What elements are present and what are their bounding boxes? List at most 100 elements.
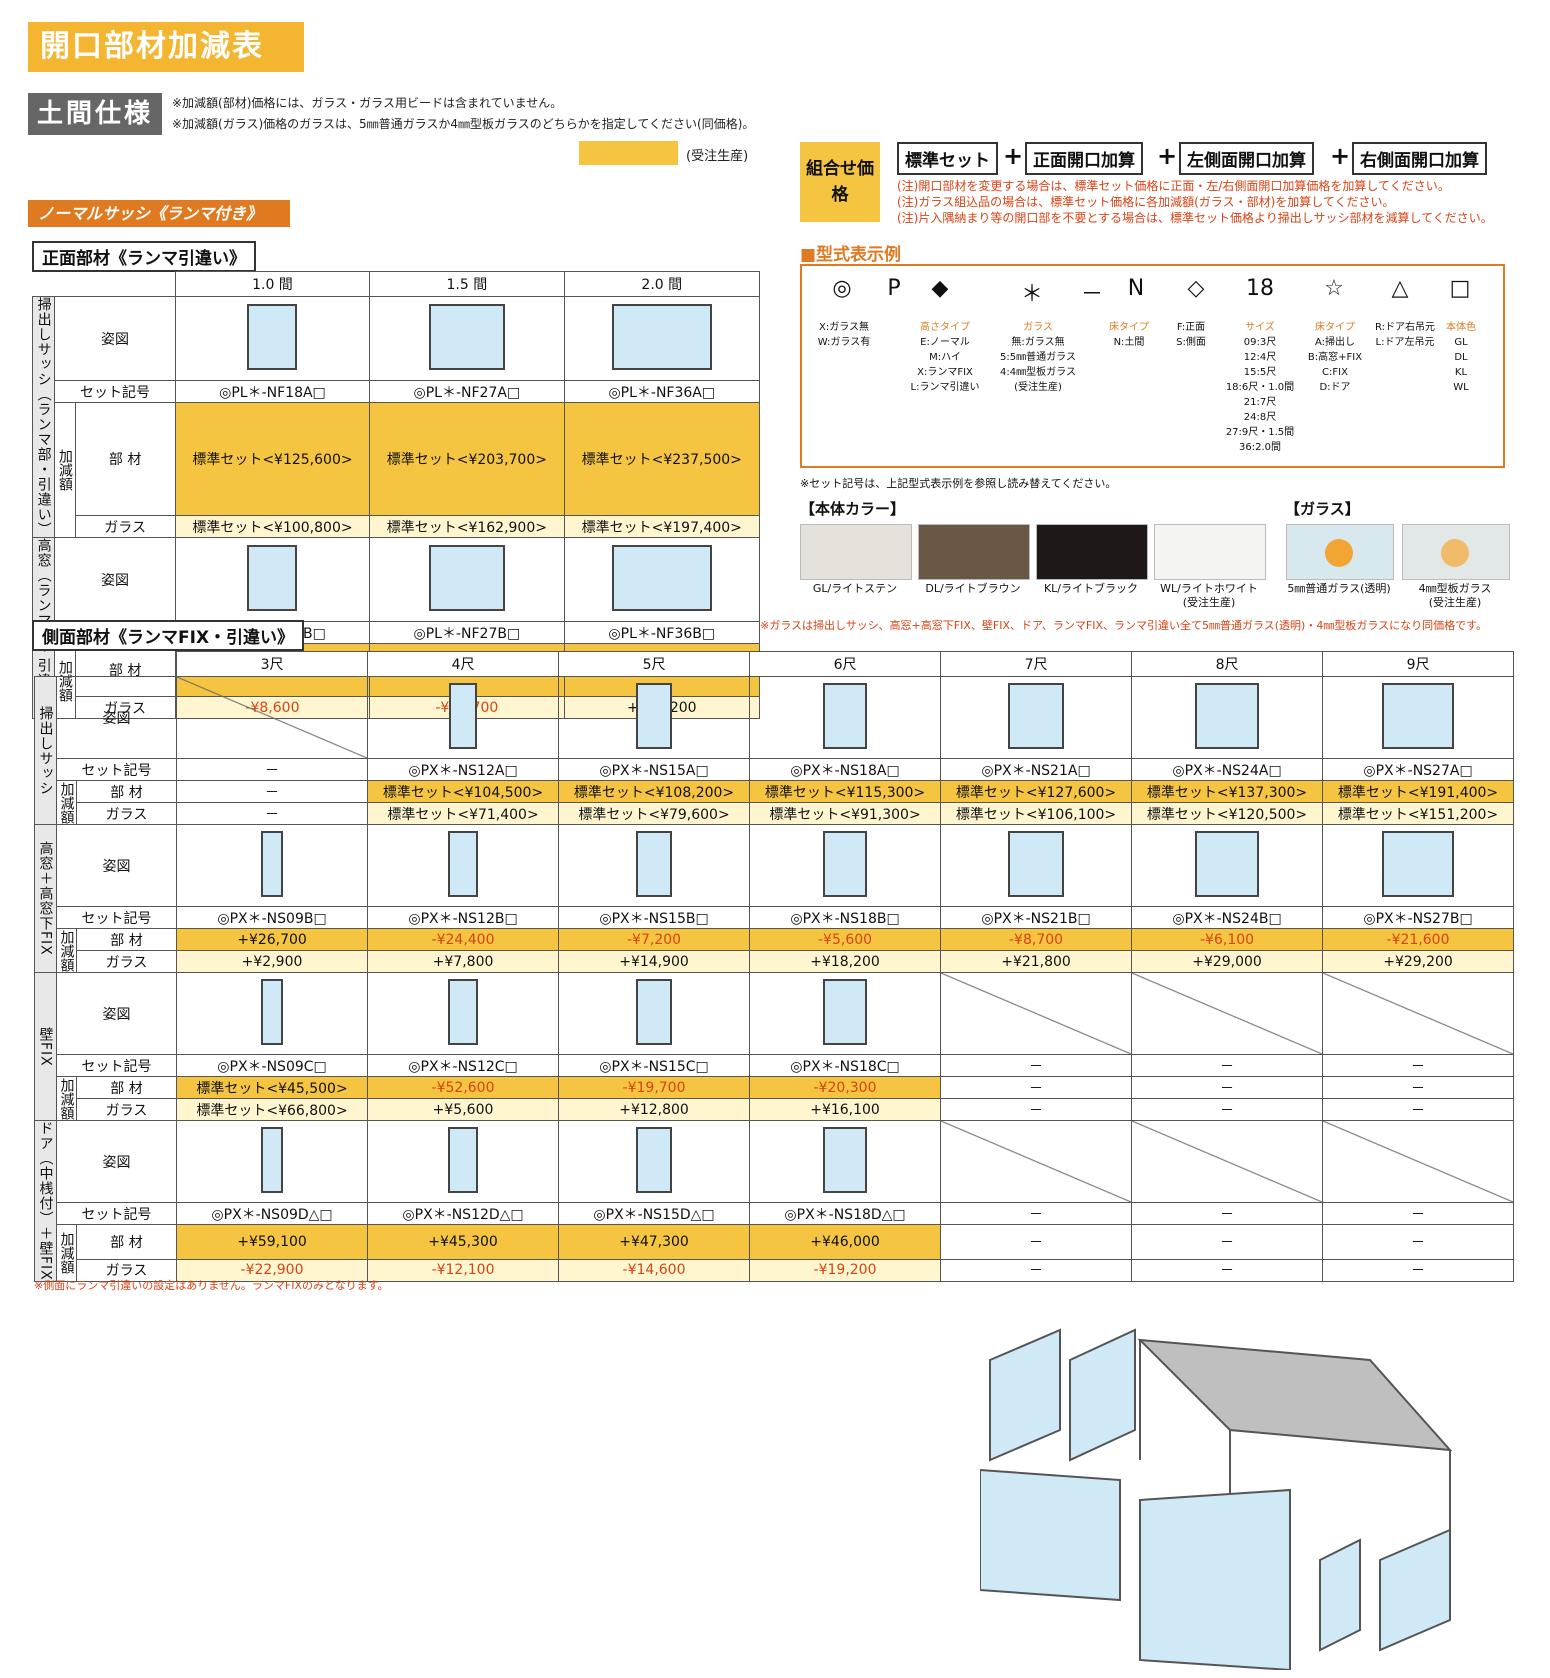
figure-label: 姿図 [55,676,178,759]
window-figure [749,676,942,759]
set-code: ◎PX＊-NS24A□ [1131,758,1324,781]
glass-price: － [1131,1098,1324,1121]
empty-cell [940,972,1133,1055]
parts-price: 標準セット<¥108,200> [558,780,751,803]
kagen-label: 加減額 [56,1224,77,1282]
parts-price: -¥19,700 [558,1076,751,1099]
set-code: － [1131,1202,1324,1225]
symbol: P [887,276,901,301]
set-label: セット記号 [54,380,176,403]
set-code: ◎PX＊-NS09B□ [176,906,369,929]
set-code: － [940,1202,1133,1225]
glass-note: ※ガラスは掃出しサッシ、高窓+高窓下FIX、壁FIX、ドア、ランマFIX、ランマ… [760,619,1488,632]
col-header: 7尺 [940,651,1133,677]
glass-price: +¥16,100 [749,1098,942,1121]
glass-price: － [1131,1258,1324,1282]
set-code: － [1131,1054,1324,1077]
plus-icon: + [1157,142,1178,170]
glass-label: ガラス [75,950,178,973]
set-code: ◎PX＊-NS27B□ [1322,906,1515,929]
figure-label: 姿図 [55,972,178,1055]
front-title: 正面部材《ランマ引違い》 [32,241,256,272]
glass-swatch-figured [1402,524,1510,580]
model-note: ※セット記号は、上記型式表示例を参照し読み替えてください。 [800,477,1117,490]
glass-label: ガラス [74,515,176,538]
window-figure [176,972,369,1055]
window-figure [1131,676,1324,759]
parts-price: 標準セット<¥191,400> [1322,780,1515,803]
parts-price: － [940,1076,1133,1099]
glass-price: 標準セット<¥71,400> [367,802,560,825]
glass-price: － [176,802,369,825]
parts-price: 標準セット<¥127,600> [940,780,1133,803]
subsection-title: ノーマルサッシ《ランマ付き》 [28,200,290,227]
side-title: 側面部材《ランマFIX・引違い》 [32,620,305,651]
parts-price: +¥26,700 [176,928,369,951]
window-figure [174,537,371,622]
glass-price: 標準セット<¥91,300> [749,802,942,825]
glass-price: +¥18,200 [749,950,942,973]
glass-label: 4㎜型板ガラス (受注生産) [1418,582,1492,609]
combo-item: 右側面開口加算 [1352,142,1487,175]
parts-price: +¥47,300 [558,1224,751,1260]
parts-price: － [1322,1076,1515,1099]
col-header: 8尺 [1131,651,1324,677]
window-figure [1322,824,1515,907]
set-code: ◎PL＊-NF36A□ [563,380,761,403]
parts-price: － [940,1224,1133,1260]
set-code: － [176,758,369,781]
parts-label: 部 材 [75,780,178,803]
legend-swatch [579,141,678,165]
set-code: ◎PX＊-NS21B□ [940,906,1133,929]
parts-price: -¥20,300 [749,1076,942,1099]
glass-price: 標準セット<¥79,600> [558,802,751,825]
color-label: GL/ライトステン [812,582,898,595]
glass-label: ガラス [75,802,178,825]
set-code: ◎PL＊-NF18A□ [174,380,371,403]
set-code: ◎PX＊-NS12C□ [367,1054,560,1077]
legend-label: (受注生産) [686,149,749,164]
group-label: 高窓＋高窓下FIX [34,824,57,973]
symbol: ◇ [1187,276,1205,301]
figure-label: 姿図 [55,824,178,907]
window-figure [176,824,369,907]
window-figure [558,824,751,907]
door-figure [176,1120,369,1203]
parts-price: -¥8,700 [940,928,1133,951]
figure-label: 姿図 [54,296,176,381]
parts-price: － [176,780,369,803]
window-figure [940,676,1133,759]
note-1: ※加減額(部材)価格には、ガラス・ガラス用ビードは含まれていません。 [172,96,563,110]
symbol: ◆ [931,276,949,301]
glass-price: +¥29,000 [1131,950,1324,973]
glass-title: 【ガラス】 [1285,500,1360,518]
model-title: ■型式表示例 [800,245,902,265]
combo-item: 左側面開口加算 [1179,142,1314,175]
set-code: ◎PX＊-NS15D△□ [558,1202,751,1225]
page-title: 開口部材加減表 [28,22,304,72]
color-swatch-dl [918,524,1030,580]
window-figure [367,972,560,1055]
glass-price: +¥29,200 [1322,950,1515,973]
set-code: ◎PX＊-NS12A□ [367,758,560,781]
glass-price: 標準セット<¥100,800> [174,515,371,538]
col-header: 5尺 [558,651,751,677]
glass-label: ガラス [75,1098,178,1121]
set-label: セット記号 [55,1054,178,1077]
note-2: ※加減額(ガラス)価格のガラスは、5㎜普通ガラスか4㎜型板ガラスのどちらかを指定… [172,117,755,131]
parts-label: 部 材 [74,402,176,516]
symbol: ☆ [1324,276,1344,301]
symbol: □ [1449,276,1471,301]
window-figure [367,676,560,759]
combo-note: (注)ガラス組込品の場合は、標準セット価格に各加減額(ガラス・部材)を加算してく… [897,195,1395,209]
set-code: ◎PX＊-NS18D△□ [749,1202,942,1225]
figure-label: 姿図 [54,537,176,622]
glass-price: +¥2,900 [176,950,369,973]
glass-price: +¥21,800 [940,950,1133,973]
plus-icon: + [1003,142,1024,170]
parts-price: 標準セット<¥203,700> [369,402,565,516]
